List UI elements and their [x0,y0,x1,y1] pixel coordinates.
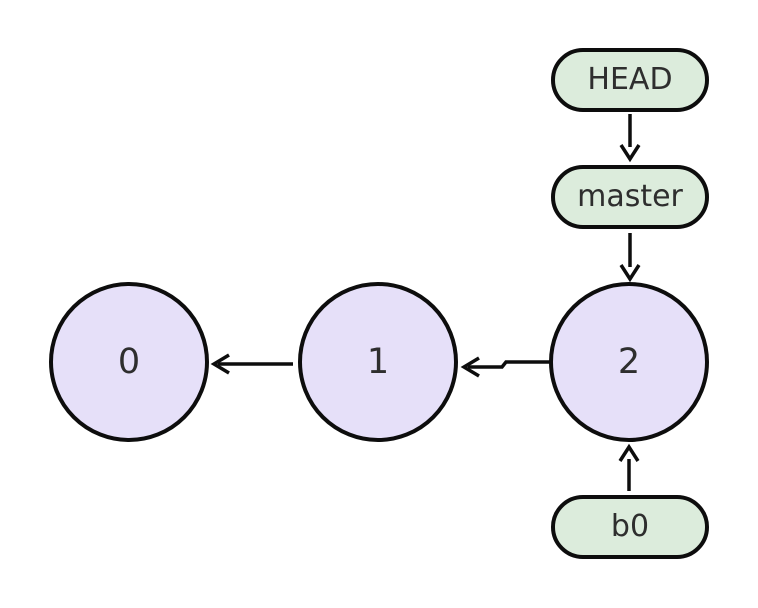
ref-label-b0: b0 [610,509,650,544]
commit-label-0: 0 [117,341,141,382]
ref-label-master: master [577,179,683,214]
edge-head-master [619,114,641,163]
commit-label-1: 1 [366,341,390,382]
arrowhead-left-icon [460,356,480,378]
ref-node-master: master [551,165,709,229]
commit-node-1: 1 [298,282,458,442]
arrowhead-down-icon [619,264,641,283]
ref-node-b0: b0 [551,495,709,559]
edge-b0-commit2 [618,443,640,491]
commit-node-0: 0 [49,282,209,442]
commit-node-2: 2 [549,282,709,442]
edge-master-commit2 [619,233,641,283]
arrowhead-down-icon [619,144,641,163]
edge-commit2-commit1 [460,356,550,378]
arrowhead-up-icon [618,443,640,462]
arrowhead-left-icon [210,353,230,375]
ref-label-head: HEAD [587,62,673,97]
edge-commit1-commit0 [210,353,293,375]
ref-node-head: HEAD [551,48,709,112]
commit-label-2: 2 [617,341,641,382]
